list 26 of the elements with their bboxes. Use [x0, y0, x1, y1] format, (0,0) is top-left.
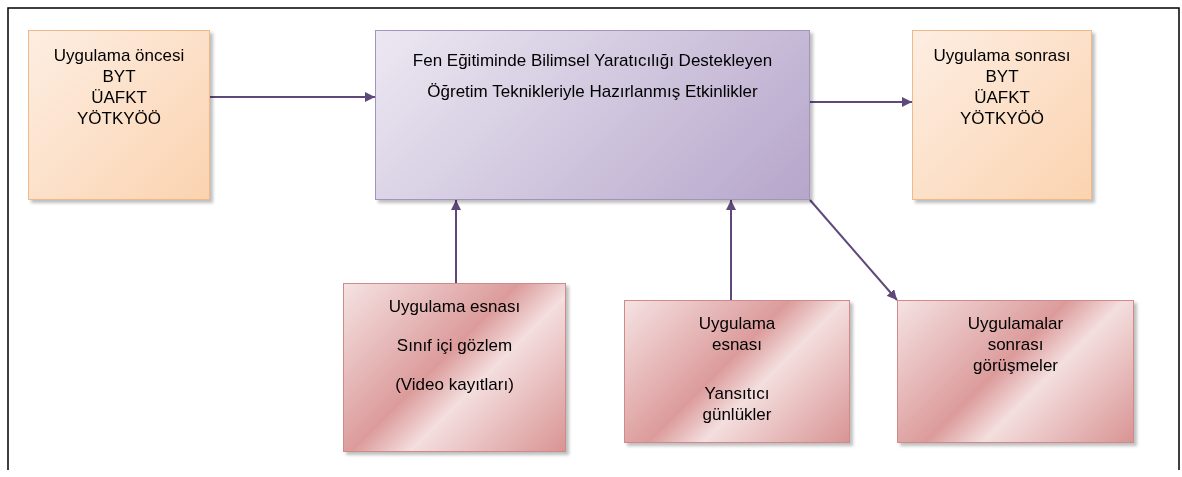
- box-text: ÜAFKT: [974, 87, 1030, 108]
- measurement-box: [912, 30, 1092, 200]
- activities-box: [375, 30, 810, 200]
- arrow: [451, 199, 461, 284]
- data-source-box: [897, 300, 1134, 443]
- box-text: YÖTKYÖÖ: [959, 108, 1045, 129]
- box-text: Uygulama esnası: [388, 296, 521, 317]
- data-source-box: [624, 300, 850, 443]
- box-text: BYT: [985, 66, 1019, 87]
- arrow: [209, 92, 376, 102]
- arrow: [809, 97, 913, 107]
- arrow: [726, 199, 736, 301]
- box-text: ÜAFKT: [91, 87, 147, 108]
- box-text: Uygulama sonrası: [933, 45, 1071, 66]
- measurement-box: [28, 30, 210, 200]
- data-source-box: [343, 283, 566, 452]
- box-text: YÖTKYÖÖ: [76, 108, 162, 129]
- box-text: (Video kayıtları): [395, 374, 514, 395]
- box-text: Fen Eğitiminde Bilimsel Yaratıcılığı Destekleyen Öğretim Teknikleriyle Hazırlanmış Etkinlikler: [412, 50, 773, 103]
- box-text: Sınıf içi gözlem: [396, 335, 513, 356]
- box-text: Uygulama esnası: [697, 313, 777, 355]
- box-text: Yansıtıcı günlükler: [701, 383, 773, 425]
- box-text: Uygulamalar sonrası görüşmeler: [966, 313, 1065, 376]
- box-text: BYT: [102, 66, 136, 87]
- arrow: [809, 199, 898, 301]
- box-text: Uygulama öncesi: [53, 45, 185, 66]
